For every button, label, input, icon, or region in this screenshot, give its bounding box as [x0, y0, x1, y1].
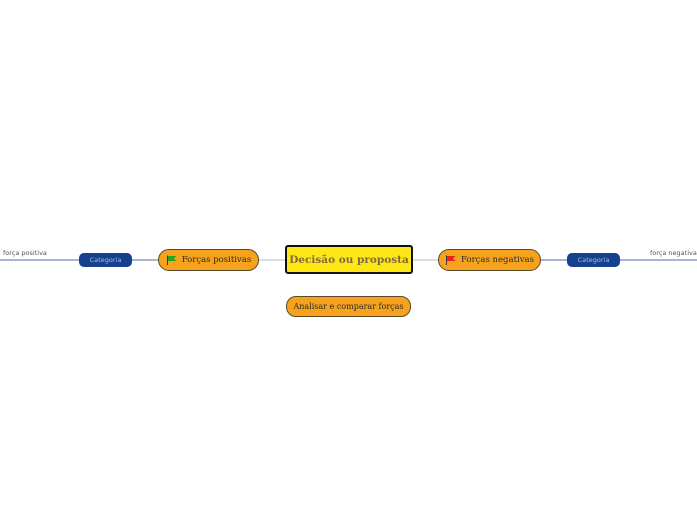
negative-force-leaf[interactable]: força negativa — [650, 249, 697, 257]
red-flag-icon — [446, 255, 456, 265]
negative-forces-label: Forças negativas — [461, 255, 534, 265]
green-flag-icon — [166, 255, 177, 265]
central-topic-label: Decisão ou proposta — [289, 253, 409, 266]
central-topic-node[interactable]: Decisão ou proposta — [285, 245, 413, 274]
positive-forces-label: Forças positivas — [181, 255, 252, 265]
negative-category-label: Categoria — [577, 256, 610, 264]
positive-category-node[interactable]: Categoria — [79, 253, 132, 267]
analysis-topic-label: Analisar e comparar forças — [293, 302, 404, 311]
negative-category-node[interactable]: Categoria — [567, 253, 620, 267]
analysis-topic-node[interactable]: Analisar e comparar forças — [286, 296, 411, 317]
positive-category-label: Categoria — [89, 256, 122, 264]
positive-force-leaf[interactable]: força positiva — [3, 249, 47, 257]
positive-forces-node[interactable]: Forças positivas — [158, 249, 259, 271]
negative-forces-node[interactable]: Forças negativas — [438, 249, 541, 271]
